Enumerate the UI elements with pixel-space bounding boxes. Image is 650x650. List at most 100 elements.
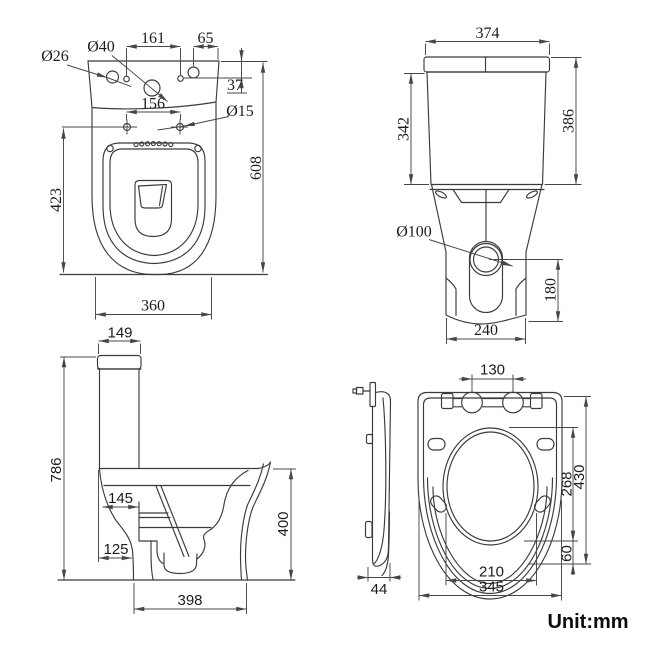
- flush-channel-line: [155, 485, 185, 558]
- hinge-boss-left: [461, 391, 483, 414]
- base-slot-right: [526, 190, 538, 199]
- tank-hole-40: [143, 79, 161, 97]
- rim-dot: [133, 141, 139, 148]
- lid-bumper-lower: [364, 520, 373, 539]
- seat-front-gap-label: 60: [559, 545, 576, 562]
- front-width-label: 360: [141, 298, 165, 315]
- front-view: 161 65 37 156 423 608 360 Ø26 Ø40 Ø15: [41, 30, 269, 320]
- front-hole26-label: Ø26: [41, 48, 69, 65]
- tank-lid-side: [96, 354, 142, 370]
- back-base-width-label: 240: [474, 322, 498, 339]
- leader-line: [106, 77, 132, 87]
- lid-profile-outline: [371, 391, 392, 567]
- front-seat-hole-dia-label: Ø15: [226, 103, 254, 120]
- bumper-slot: [536, 437, 555, 451]
- back-outlet-height-label: 180: [543, 278, 560, 302]
- leader-line: [428, 239, 513, 267]
- front-hole40-label: Ø40: [87, 39, 115, 56]
- leader-line: [184, 116, 230, 127]
- pedestal-back-curve: [98, 468, 135, 581]
- leader-line: [111, 55, 168, 102]
- tank-lid: [423, 56, 551, 73]
- side-tank-depth-label: 149: [107, 325, 132, 342]
- seat-width-label: 345: [479, 579, 504, 596]
- rim-dot: [168, 141, 174, 148]
- bowl-front-inner: [239, 463, 265, 581]
- outlet-wall-inner: [156, 540, 164, 565]
- leader-line: [157, 125, 185, 131]
- hinge-bracket-left: [440, 392, 454, 410]
- seat-hinge-spacing-label: 130: [480, 362, 505, 379]
- rim-dot: [145, 141, 151, 147]
- water-cup-edge: [158, 185, 164, 207]
- seat-inner-width-label: 210: [479, 564, 504, 581]
- outlet-wall-outer: [150, 540, 154, 580]
- bowl-interior-curve: [196, 469, 249, 560]
- front-top-hole-spacing-label: 161: [141, 30, 165, 47]
- seat-ring-outer: [102, 142, 206, 265]
- seat-stack-arc: [432, 486, 548, 585]
- water-cup-outline: [137, 183, 168, 209]
- side-recess-lower-label: 125: [103, 541, 128, 558]
- leader-line: [66, 64, 108, 78]
- base-fin-left: [445, 277, 457, 317]
- lid-bumper-upper: [365, 433, 374, 445]
- bumper-slot: [427, 437, 446, 451]
- rim-dot: [162, 141, 168, 147]
- hinge-pin: [355, 386, 364, 395]
- rim-dot: [150, 141, 156, 147]
- back-tank-height-label: 342: [396, 117, 413, 141]
- water-area-outline: [134, 179, 173, 238]
- back-tank-total-label: 386: [561, 109, 578, 133]
- seat-length-label: 430: [571, 464, 588, 489]
- tank-hole-small-right: [177, 75, 184, 82]
- front-bowl-height-label: 423: [48, 188, 65, 212]
- seat-view: 44 130 430 268: [352, 362, 591, 601]
- base-outline: [430, 183, 543, 325]
- rim-dot: [139, 141, 145, 147]
- side-base-depth-label: 398: [177, 592, 202, 609]
- hinge-bracket-right: [529, 392, 543, 410]
- seat-hinge-cap-right: [194, 144, 202, 153]
- base-slot-left: [435, 190, 447, 199]
- trap-u-bend: [163, 552, 198, 575]
- bowl-outline: [91, 101, 217, 276]
- seat-stack-arc: [426, 477, 554, 590]
- hinge-boss-right: [502, 391, 524, 414]
- front-top-drop-label: 37: [227, 77, 243, 94]
- bumper-slot: [430, 495, 447, 513]
- bowl-front-outer: [244, 461, 272, 581]
- seat-edge-behind: [381, 511, 391, 577]
- tank-hole-right: [187, 66, 200, 79]
- outlet-channel: [468, 240, 504, 314]
- front-total-height-label: 608: [248, 156, 265, 180]
- front-seat-hole-spacing-label: 156: [141, 96, 165, 113]
- bumper-slot: [534, 495, 551, 513]
- side-total-height-label: 786: [48, 457, 65, 482]
- seat-outer-outline: [417, 391, 563, 600]
- side-recess-upper-label: 145: [108, 490, 133, 507]
- hinge-plate: [369, 381, 377, 408]
- lid-profile-inner: [372, 397, 387, 565]
- side-bowl-height-label: 400: [275, 511, 292, 536]
- base-notch: [452, 188, 510, 204]
- unit-label: Unit:mm: [547, 611, 628, 633]
- tank-hole-small-left: [123, 75, 130, 83]
- side-view: 149 786 145 125 400 398: [48, 325, 296, 614]
- seat-hinge-cap-left: [106, 144, 114, 153]
- front-right-offset-label: 65: [198, 30, 214, 47]
- back-view: 374 342 386 Ø100 180 240: [396, 25, 582, 344]
- seat-opening-length-label: 268: [559, 471, 576, 496]
- tank-body: [426, 71, 547, 186]
- seat-opening-outer: [442, 427, 539, 546]
- base-fin-right: [515, 277, 527, 317]
- back-outlet-dia-label: Ø100: [396, 224, 432, 241]
- flush-channel-line: [160, 485, 190, 558]
- hinge-pin-cap: [352, 388, 358, 394]
- seat-ring-inner: [109, 148, 199, 257]
- back-tank-width-label: 374: [476, 25, 500, 42]
- seat-opening-inner: [446, 431, 535, 542]
- rim-dot: [156, 141, 162, 147]
